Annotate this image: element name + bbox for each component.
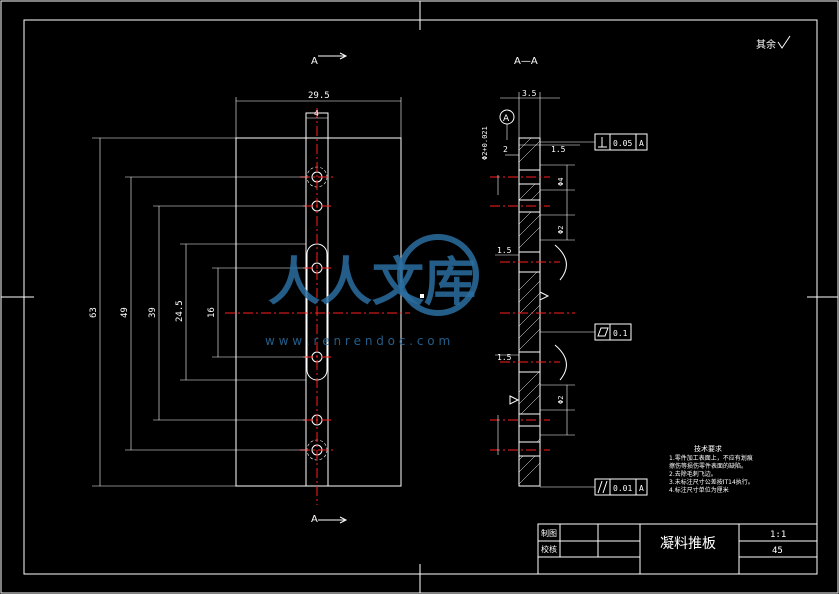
watermark-text: 人人文库 [268,253,476,313]
material: 45 [772,546,783,556]
drawn-label: 制图 [541,528,557,538]
svg-text:0.05: 0.05 [613,139,632,148]
dim-16: 16 [207,307,217,318]
watermark: 人人文库 w w w . r e n r e n d o c . c o m [265,234,479,348]
section-arrow-top [318,52,348,60]
roughness-icon [777,35,791,49]
dim-39: 39 [148,307,158,318]
tolerance-perpendicularity: 0.05 A [540,133,648,151]
checked-label: 校核 [541,544,557,554]
svg-text:2.去除毛刺飞边。: 2.去除毛刺飞边。 [669,470,717,478]
tolerance-parallelism: 0.01 A [540,478,648,496]
section-mark-bottom: A [311,514,318,525]
svg-text:擦伤等损伤零件表面的缺陷。: 擦伤等损伤零件表面的缺陷。 [669,462,747,470]
dim-1-5-low: 1.5 [497,353,512,362]
roughness-note: 其余 [756,38,776,51]
watermark-url: w w w . r e n r e n d o c . c o m [265,334,450,348]
dim-29-5: 29.5 [308,91,330,101]
technical-requirements: 技术要求 1.零件加工表面上，不应有划痕 擦伤等损伤零件表面的缺陷。 2.去除毛… [669,444,754,494]
watermark-circle [397,234,479,316]
title-block: 制图 校核 凝料推板 1:1 45 [537,523,818,575]
section-view: A—A [481,56,580,487]
dim-4: 4 [314,109,319,118]
cursor-mark [420,294,424,298]
section-dim-lines [495,92,580,455]
dim-1-5-top: 1.5 [551,145,566,154]
dim-phi2-low: Φ2 [557,396,565,404]
dim-2: 2 [503,145,508,154]
section-hatching [518,137,541,485]
dim-63: 63 [89,307,99,318]
arc-lower [554,344,567,381]
dim-phi4: Φ4 [557,178,565,186]
datum-triangle-upper [539,291,550,301]
svg-text:3.未标注尺寸公差按IT14执行。: 3.未标注尺寸公差按IT14执行。 [669,478,754,486]
svg-text:1.零件加工表面上，不应有划痕: 1.零件加工表面上，不应有划痕 [669,454,753,462]
datum-triangle-lower [509,395,520,405]
dim-24-5: 24.5 [175,300,185,322]
part-name: 凝料推板 [660,536,716,552]
svg-text:技术要求: 技术要求 [694,444,722,453]
section-profile [518,137,541,487]
dim-49: 49 [120,307,130,318]
dim-3-5: 3.5 [522,89,537,98]
section-centerlines [490,176,575,451]
dim-1-5-mid: 1.5 [497,246,512,255]
dim-hole-tol: Φ2+0.021 [481,126,489,160]
arc-upper [554,244,567,281]
section-title: A—A [514,56,538,67]
svg-text:0.1: 0.1 [613,329,628,338]
section-arrow-bottom [318,516,348,524]
datum-letter: A [503,114,510,124]
front-view: 63 49 39 24.5 16 29.5 4 A A [89,52,410,525]
scale: 1:1 [770,530,786,540]
svg-text:0.01: 0.01 [613,484,632,493]
tolerance-flatness: 0.1 [540,323,632,341]
svg-text:4.标注尺寸单位为厘米: 4.标注尺寸单位为厘米 [669,486,729,494]
svg-text:A: A [639,139,644,148]
svg-text:A: A [639,484,644,493]
top-dimensions [235,97,402,138]
section-mark-top: A [311,56,318,67]
left-dimensions [92,137,306,487]
dim-phi2-top: Φ2 [557,226,565,234]
